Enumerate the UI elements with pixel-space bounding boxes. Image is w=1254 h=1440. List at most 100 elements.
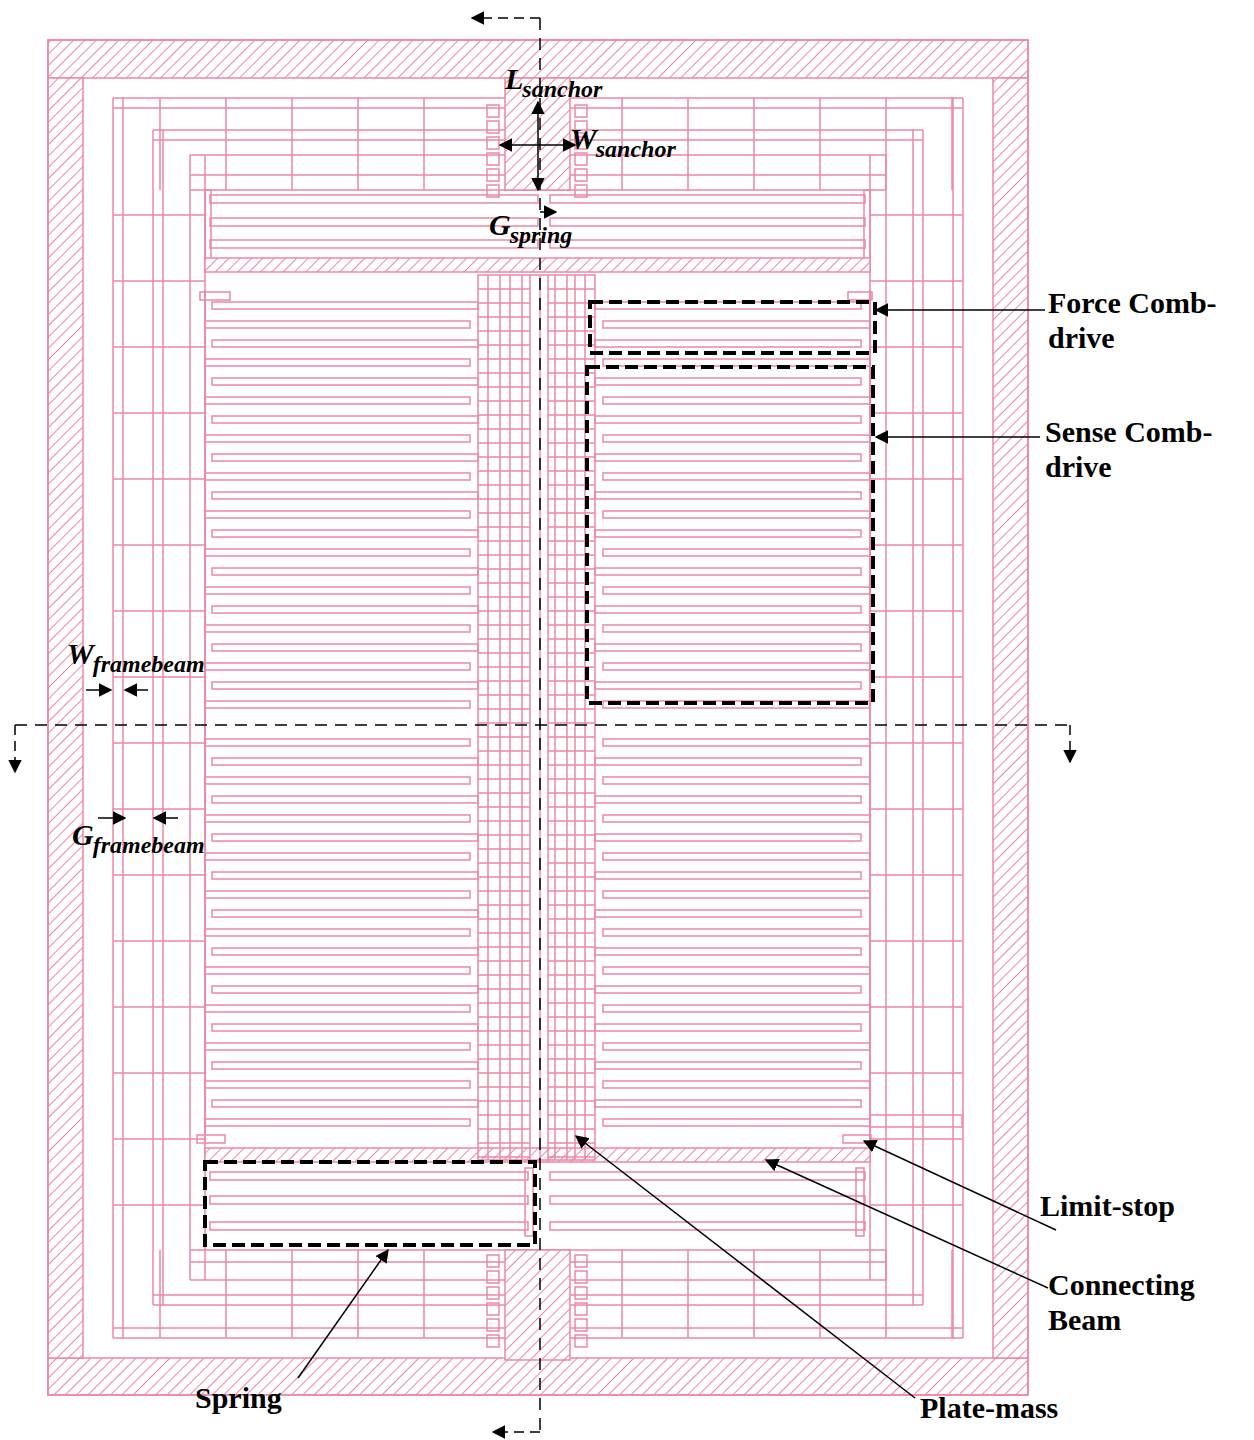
comb-finger	[205, 853, 470, 860]
plate-grid	[548, 414, 595, 416]
plate-grid	[478, 1114, 530, 1116]
plate-grid	[478, 946, 530, 948]
part-label: Limit-stop	[1040, 1189, 1240, 1224]
comb-finger	[212, 1024, 478, 1031]
frame-rib	[870, 544, 963, 546]
frame-rib	[885, 1250, 887, 1338]
part-label: Force Comb-drive	[1048, 286, 1248, 355]
comb-finger	[595, 910, 861, 917]
anchor-cell	[487, 169, 499, 181]
plate-grid	[548, 1072, 595, 1074]
plate-grid	[478, 848, 530, 850]
comb-finger	[212, 492, 478, 499]
plate-grid	[478, 960, 530, 962]
comb-finger	[603, 625, 870, 632]
comb-finger	[595, 492, 861, 499]
frame-rib	[870, 214, 963, 216]
comb-finger	[212, 302, 478, 309]
annotation-lines	[15, 18, 1070, 1432]
comb-finger	[603, 359, 870, 366]
plate-grid	[478, 316, 530, 318]
plate-grid	[548, 946, 595, 948]
plate-grid	[548, 890, 595, 892]
plate-grid	[478, 1002, 530, 1004]
frame-beam	[912, 130, 914, 1305]
comb-finger	[603, 891, 870, 898]
plate-grid	[478, 638, 530, 640]
comb-finger	[595, 682, 861, 689]
plate-grid	[478, 610, 530, 612]
plate-grid	[478, 890, 530, 892]
comb-finger	[205, 359, 470, 366]
plate-grid	[478, 708, 530, 710]
comb-finger	[205, 739, 470, 746]
plate-grid	[566, 275, 568, 1160]
plate-grid	[548, 988, 595, 990]
comb-finger	[212, 568, 478, 575]
limit-stop	[848, 292, 872, 300]
frame-rib	[113, 544, 205, 546]
highlight-box	[587, 367, 873, 703]
comb-finger	[595, 1100, 861, 1107]
comb-finger	[205, 701, 470, 708]
anchor-cell	[487, 1303, 499, 1315]
plate-grid	[478, 652, 530, 654]
frame-rib	[621, 1250, 623, 1338]
plate-grid	[548, 1086, 595, 1088]
plate-grid	[478, 428, 530, 430]
frame-rib	[870, 676, 963, 678]
comb-finger	[212, 872, 478, 879]
frame-beam	[152, 130, 154, 1305]
plate-grid	[478, 1030, 530, 1032]
plate-grid	[478, 736, 530, 738]
dimension-arrow	[98, 817, 125, 819]
plate-grid	[548, 932, 595, 934]
frame-rib	[113, 940, 205, 942]
frame-beam	[112, 98, 114, 1338]
plate-grid	[478, 330, 530, 332]
dimension-subscript: sanchor	[522, 76, 602, 104]
plate-grid	[478, 988, 530, 990]
comb-finger	[205, 967, 470, 974]
plate-grid	[478, 876, 530, 878]
comb-finger	[205, 549, 470, 556]
comb-finger	[603, 929, 870, 936]
plate-grid	[478, 1058, 530, 1060]
spring-beam	[550, 1222, 865, 1230]
frame-rib	[113, 214, 205, 216]
dimension-arrow	[86, 689, 111, 691]
spring-fold	[525, 1168, 533, 1236]
plate-grid	[548, 1016, 595, 1018]
frame-beam	[885, 155, 887, 1280]
comb-finger	[595, 986, 861, 993]
spring-beam	[550, 195, 865, 203]
comb-finger	[212, 948, 478, 955]
comb-finger	[603, 321, 870, 328]
comb-finger	[595, 1062, 861, 1069]
frame-rib	[113, 808, 205, 810]
highlight-box	[590, 302, 875, 353]
comb-finger	[595, 834, 861, 841]
plate-grid	[478, 456, 530, 458]
highlight-box	[205, 1162, 535, 1245]
comb-finger	[603, 397, 870, 404]
plate-grid	[548, 722, 595, 724]
outer-frame	[48, 78, 83, 1358]
frame-rib	[951, 98, 953, 190]
comb-finger	[205, 625, 470, 632]
leader-line	[876, 436, 1040, 438]
plate-grid	[478, 1016, 530, 1018]
plate-grid	[548, 288, 595, 290]
anchor-cell	[487, 1255, 499, 1267]
frame-rib	[113, 742, 205, 744]
plate-grid	[478, 722, 530, 724]
plate-grid	[478, 1072, 530, 1074]
comb-finger	[205, 587, 470, 594]
comb-finger	[212, 910, 478, 917]
plate-grid	[548, 456, 595, 458]
frame-rib	[113, 1006, 205, 1008]
comb-finger	[212, 1062, 478, 1069]
comb-finger	[212, 378, 478, 385]
plate-grid	[478, 624, 530, 626]
